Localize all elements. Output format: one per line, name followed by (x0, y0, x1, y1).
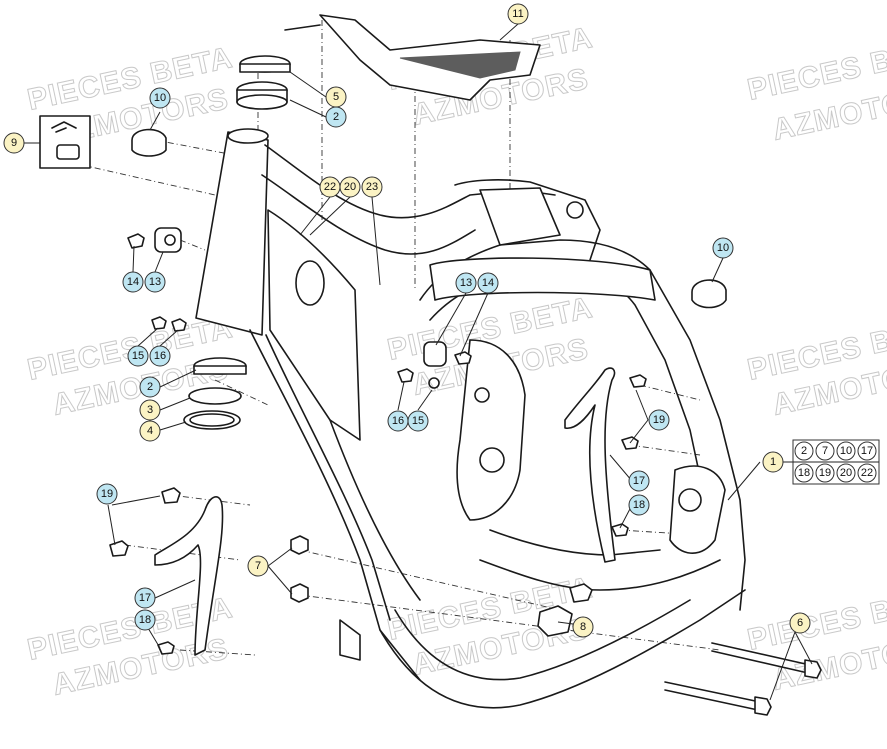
callout-18-left-label: 18 (139, 614, 151, 626)
callout-15-left-label: 15 (132, 350, 144, 362)
callout-18-right-label: 18 (633, 499, 645, 511)
kit-item-10-label: 10 (840, 445, 852, 457)
bracket-17-left (154, 496, 224, 656)
frame-gusset (267, 209, 361, 441)
callout-14-right-label: 14 (482, 277, 494, 289)
kit-item-18-label: 18 (798, 467, 810, 479)
callout-5-label: 5 (333, 91, 339, 103)
callout-19-right[interactable]: 19 (648, 409, 670, 431)
kit-item-10[interactable]: 10 (836, 441, 856, 461)
callout-17-right-label: 17 (633, 475, 645, 487)
steering-head-tube (195, 131, 269, 336)
callout-8-label: 8 (580, 621, 586, 633)
kit-item-7[interactable]: 7 (815, 441, 835, 461)
callout-13-left[interactable]: 13 (144, 271, 166, 293)
callout-10-left-label: 10 (154, 92, 166, 104)
kit-item-17[interactable]: 17 (857, 441, 877, 461)
callout-17-right[interactable]: 17 (628, 470, 650, 492)
cable-clamp-left (131, 128, 167, 157)
kit-contents-box: 2 7 10 17 18 19 20 22 (792, 439, 880, 485)
kit-item-2-label: 2 (801, 445, 807, 457)
callout-6-label: 6 (797, 617, 803, 629)
callout-11-label: 11 (512, 8, 523, 20)
callout-13-right[interactable]: 13 (455, 272, 477, 294)
callout-10-right[interactable]: 10 (712, 237, 734, 259)
callout-14-left[interactable]: 14 (122, 271, 144, 293)
callout-7[interactable]: 7 (247, 555, 269, 577)
callout-13-right-label: 13 (460, 277, 472, 289)
leader-lines (24, 23, 813, 701)
callout-3[interactable]: 3 (139, 399, 161, 421)
kit-item-22[interactable]: 22 (857, 463, 877, 483)
callout-20[interactable]: 20 (339, 176, 361, 198)
kit-item-18[interactable]: 18 (794, 463, 814, 483)
callout-14-left-label: 14 (127, 276, 139, 288)
callout-1-label: 1 (770, 456, 776, 468)
cable-clamp-right (691, 279, 727, 309)
bracket-17-right (564, 367, 616, 563)
callout-20-label: 20 (344, 181, 356, 193)
callout-8[interactable]: 8 (572, 616, 594, 638)
nut-7-a (290, 535, 309, 555)
callout-16-right[interactable]: 16 (387, 410, 409, 432)
steering-head-top (227, 128, 269, 144)
callout-3-label: 3 (147, 404, 153, 416)
kit-item-19[interactable]: 19 (815, 463, 835, 483)
callout-11[interactable]: 11 (507, 3, 529, 25)
ignition-key-box (39, 115, 91, 169)
callout-15-left[interactable]: 15 (127, 345, 149, 367)
callout-22-label: 22 (324, 181, 336, 193)
callout-4-label: 4 (147, 425, 153, 437)
nut-7-b (290, 583, 309, 603)
callout-2-bottom-label: 2 (147, 381, 153, 393)
callout-16-left[interactable]: 16 (149, 345, 171, 367)
callout-19-right-label: 19 (653, 414, 665, 426)
clip-8 (537, 605, 573, 637)
kit-item-17-label: 17 (861, 445, 873, 457)
callout-10-right-label: 10 (717, 242, 729, 254)
long-bolts-6 (664, 642, 822, 716)
kit-item-20[interactable]: 20 (836, 463, 856, 483)
kit-item-19-label: 19 (819, 467, 831, 479)
callout-2-bottom[interactable]: 2 (139, 376, 161, 398)
callout-15-right-label: 15 (412, 415, 424, 427)
callout-16-left-label: 16 (154, 350, 166, 362)
kit-item-20-label: 20 (840, 467, 852, 479)
kit-item-7-label: 7 (822, 445, 828, 457)
callout-10-left[interactable]: 10 (149, 87, 171, 109)
callout-16-right-label: 16 (392, 415, 404, 427)
kit-item-2[interactable]: 2 (794, 441, 814, 461)
callout-5[interactable]: 5 (325, 86, 347, 108)
callout-18-left[interactable]: 18 (134, 609, 156, 631)
bolt-14-left (127, 233, 145, 249)
dust-seal-3 (188, 387, 242, 405)
callout-23-label: 23 (366, 181, 378, 193)
callout-9-label: 9 (11, 137, 17, 149)
callout-9[interactable]: 9 (3, 132, 25, 154)
callout-6[interactable]: 6 (789, 612, 811, 634)
callout-17-left-label: 17 (139, 592, 151, 604)
spacer-13-left (154, 227, 182, 253)
callout-22[interactable]: 22 (319, 176, 341, 198)
callout-1[interactable]: 1 (762, 451, 784, 473)
callout-13-left-label: 13 (149, 276, 161, 288)
callout-23[interactable]: 23 (361, 176, 383, 198)
callout-14-right[interactable]: 14 (477, 272, 499, 294)
callout-7-label: 7 (255, 560, 261, 572)
callout-15-right[interactable]: 15 (407, 410, 429, 432)
callout-17-left[interactable]: 17 (134, 587, 156, 609)
callout-19-left-label: 19 (101, 488, 113, 500)
callout-4[interactable]: 4 (139, 420, 161, 442)
callout-2-top[interactable]: 2 (325, 106, 347, 128)
callout-19-left[interactable]: 19 (96, 483, 118, 505)
loose-parts (39, 14, 822, 716)
kit-item-22-label: 22 (861, 467, 873, 479)
callout-2-top-label: 2 (333, 111, 339, 123)
swingarm-pivot-plate (456, 339, 526, 521)
callout-18-right[interactable]: 18 (628, 494, 650, 516)
